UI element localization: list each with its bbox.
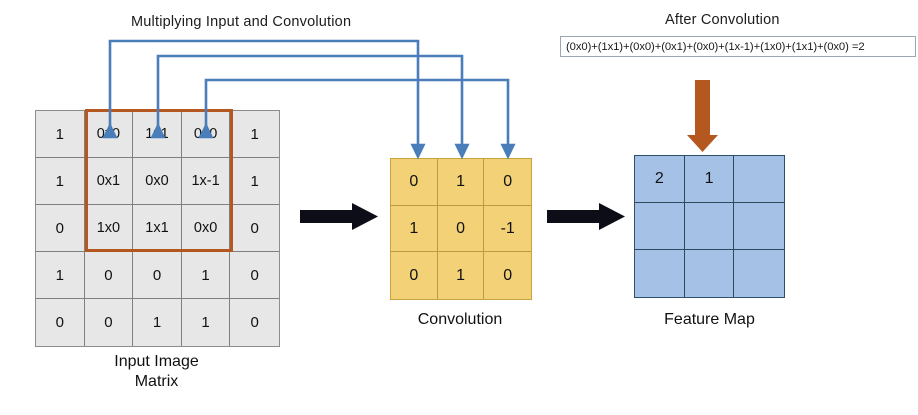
input-cell-r0c2: 1x1: [133, 111, 182, 158]
conv-cell-r1c1: 0: [437, 205, 485, 253]
right-title: After Convolution: [665, 12, 780, 28]
feature-cell-r0c2: [734, 156, 785, 203]
input-cell-r1c1: 0x1: [84, 158, 134, 205]
input-cell-r2c3: 0x0: [181, 205, 231, 252]
input-cell-r3c2: 0: [133, 252, 182, 299]
input-cell-r3c1: 0: [84, 252, 134, 299]
feature-map-caption: Feature Map: [664, 311, 755, 328]
feature-map-matrix: 2 1: [634, 155, 786, 298]
input-cell-r1c0: 1: [36, 158, 85, 205]
feature-cell-r1c1: [684, 203, 735, 250]
input-cell-r2c4: 0: [230, 205, 279, 252]
input-matrix-caption: Input Image Matrix: [35, 352, 278, 392]
input-cell-r0c3: 0x0: [181, 111, 231, 158]
convolution-matrix: 0 1 0 1 0 -1 0 1 0: [390, 158, 533, 301]
feature-cell-r2c2: [734, 250, 785, 297]
after-convolution-equation-box: (0x0)+(1x1)+(0x0)+(0x1)+(0x0)+(1x-1)+(1x…: [560, 36, 916, 57]
left-title: Multiplying Input and Convolution: [131, 14, 352, 30]
input-cell-r0c0: 1: [36, 111, 85, 158]
conv-cell-r1c0: 1: [391, 205, 438, 253]
input-cell-r4c4: 0: [230, 299, 279, 346]
input-cell-r0c1: 0x0: [84, 111, 134, 158]
input-matrix-caption-line2: Matrix: [134, 373, 179, 390]
feature-cell-r2c1: [684, 250, 735, 297]
input-matrix-caption-line1: Input Image: [114, 353, 199, 370]
input-cell-r3c4: 0: [230, 252, 279, 299]
input-cell-r2c1: 1x0: [84, 205, 134, 252]
input-cell-r4c2: 1: [133, 299, 182, 346]
input-cell-r2c2: 1x1: [133, 205, 182, 252]
result-arrow-down: [687, 80, 718, 152]
feature-cell-r0c0: 2: [635, 156, 685, 203]
feature-cell-r0c1: 1: [684, 156, 735, 203]
input-image-matrix: 1 0x0 1x1 0x0 1 1 0x1 0x0 1x-1 1 0 1x0 1…: [35, 110, 280, 347]
conv-cell-r2c2: 0: [484, 252, 532, 300]
conv-cell-r0c2: 0: [484, 159, 532, 206]
conv-cell-r1c2: -1: [484, 205, 532, 253]
input-cell-r4c3: 1: [181, 299, 231, 346]
input-cell-r3c0: 1: [36, 252, 85, 299]
input-cell-r3c3: 1: [181, 252, 231, 299]
input-cell-r4c0: 0: [36, 299, 85, 346]
flow-arrow-convolution-to-feature-map: [547, 203, 625, 230]
feature-cell-r1c2: [734, 203, 785, 250]
conv-cell-r2c0: 0: [391, 252, 438, 300]
flow-arrow-input-to-convolution: [300, 203, 378, 230]
input-cell-r1c2: 0x0: [133, 158, 182, 205]
input-cell-r1c4: 1: [230, 158, 279, 205]
feature-cell-r1c0: [635, 203, 685, 250]
conv-cell-r0c0: 0: [391, 159, 438, 206]
input-cell-r0c4: 1: [230, 111, 279, 158]
equation-text: (0x0)+(1x1)+(0x0)+(0x1)+(0x0)+(1x-1)+(1x…: [566, 40, 865, 53]
feature-cell-r2c0: [635, 250, 685, 297]
input-cell-r2c0: 0: [36, 205, 85, 252]
conv-cell-r0c1: 1: [437, 159, 485, 206]
conv-cell-r2c1: 1: [437, 252, 485, 300]
input-cell-r1c3: 1x-1: [181, 158, 231, 205]
convolution-caption: Convolution: [417, 311, 503, 328]
input-cell-r4c1: 0: [84, 299, 134, 346]
